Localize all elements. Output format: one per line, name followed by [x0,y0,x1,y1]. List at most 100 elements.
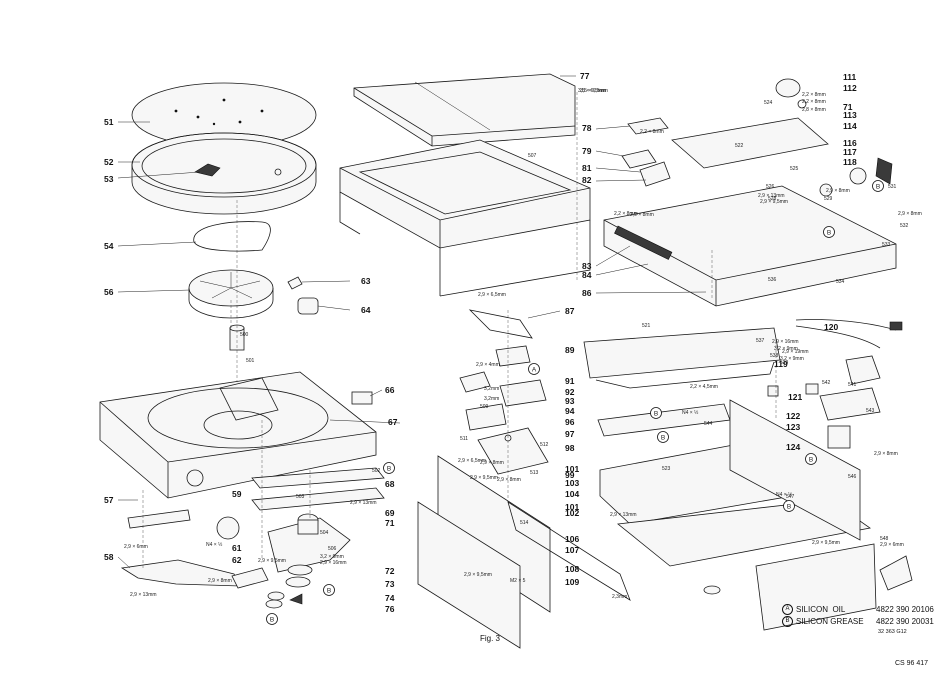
lever-62 [231,567,269,589]
platter [131,132,317,215]
transformer-123 [827,425,851,449]
screw-spec-label: 2,9 × 9,5mm [258,558,286,564]
part-79 [621,149,657,169]
plinth-cabinet [99,371,377,499]
callout-label: 107 [565,545,579,555]
callout-label: 96 [565,417,575,427]
badge-letter: B [876,183,880,190]
callout-label: 103 [565,478,579,488]
part-number-label: 531 [888,184,897,190]
callout-label: 77 [580,71,590,81]
part-number-label: 511 [460,436,468,442]
part-number-label: 524 [764,100,773,106]
knob-66 [351,391,373,405]
callout-label: 57 [104,495,114,505]
part-number-label: 543 [866,408,875,414]
callout-label: 61 [232,543,242,553]
pulley-72 [287,564,313,576]
screw-spec-label: 2,9 × 13mm [610,512,637,518]
part-number-label: 529 [824,196,833,202]
legend-badge-b-icon: B [782,616,793,627]
silicon-grease-badge-icon: B [657,431,669,443]
callout-label: 58 [104,552,114,562]
callout-label: 73 [385,579,395,589]
silicon-grease-badge-icon: B [805,453,817,465]
badge-letter: B [654,410,658,417]
part-number-label: 542 [822,380,831,386]
leader-lines-left [117,121,401,569]
part-number-label: 509 [480,404,489,410]
screw-spec-label: 3,2 × 9mm [774,346,798,352]
screw-spec-label: 3,5 × 6,5mm [580,88,608,94]
chassis-group [583,78,913,631]
screw-spec-label: 2,9 × 6,5mm [478,292,506,298]
callout-label: 52 [104,157,114,167]
callout-label: 56 [104,287,114,297]
screw-spec-label: 2,9 × 8mm [874,451,898,457]
callout-label: 89 [565,345,575,355]
badge-letter: B [270,616,274,623]
screw-spec-label: 2,2 × 8mm [802,92,826,98]
callout-label: 102 [565,508,579,518]
dust-cover-77 [353,73,576,147]
part-number-label: 503 [296,494,305,500]
part-number-label: 504 [320,530,329,536]
part-number-label: 537 [756,338,765,344]
screw-spec-label: 2,3mm [612,594,627,600]
screw-spec-label: N4 × ½ [682,409,699,416]
chassis-tray-83 [603,185,897,307]
screw-spec-label: 2,9 × 6mm [124,544,148,550]
callout-label: 101 [565,464,579,474]
callout-label: 113 [843,110,857,120]
legend-row-grease: B SILICON GREASE 4822 390 20031 [782,615,947,628]
part-number-label: 521 [642,323,651,329]
callout-label: 78 [582,123,592,133]
callout-label: 97 [565,429,575,439]
screw-spec-label: 2,2 × 8mm [640,129,664,135]
screw-spec-label: 2,9 × 9,5mm [470,475,498,481]
callout-label: 63 [361,276,371,286]
part-number-label: 541 [848,382,857,388]
callout-label: 83 [582,261,592,271]
part-number-label: 512 [540,442,549,448]
grease-tube [879,555,913,591]
screw-spec-label: 2,9 × 8mm [208,578,232,584]
callout-label: 106 [565,534,579,544]
badge-letter: B [827,229,831,236]
callout-label: 72 [385,566,395,576]
part-number-label: 507 [528,153,537,159]
part-number-label: 548 [880,536,889,542]
screw-spec-label: 2,9 × 19mm [782,349,809,355]
screw-spec-label: 2,9 × 16mm [772,339,799,345]
screw-spec-label: 3,2 × 9mm [320,554,344,560]
badge-letter: B [327,587,331,594]
cable-120 [795,319,897,331]
part-91 [459,371,491,393]
callout-label: 104 [565,489,579,499]
callout-label: 62 [232,555,242,565]
screw-spec-label: 2,9 × 6mm [880,542,904,548]
callout-label: 108 [565,564,579,574]
part-number-label: 501 [246,358,255,364]
screw-spec-label: 2,2 × 8mm [614,211,638,217]
callout-label: 64 [361,305,371,315]
screw-spec-label: 2,9 × 9,5mm [812,540,840,546]
foot-109 [703,585,721,595]
screw-spec-label: 2,9 × 9,5mm [464,572,492,578]
badge-letter: B [661,434,665,441]
front-panel-103 [437,455,551,613]
callout-label: 112 [843,83,857,93]
pulley-73 [285,576,311,588]
callout-label: 122 [786,411,800,421]
pulley-76 [265,599,283,609]
screw-spec-label: 2,9 × 8mm [480,460,504,466]
callout-label: 118 [843,157,857,167]
panel-546 [729,399,861,541]
badge-letter: B [387,465,391,472]
part-number-label: 522 [735,143,744,149]
pulley-74 [267,591,285,601]
screw-spec-label: 2,9 × 13mm [758,193,785,199]
screw-spec-label: 2,2 × 4,5mm [690,384,718,390]
platter-hub-spider [194,163,221,177]
